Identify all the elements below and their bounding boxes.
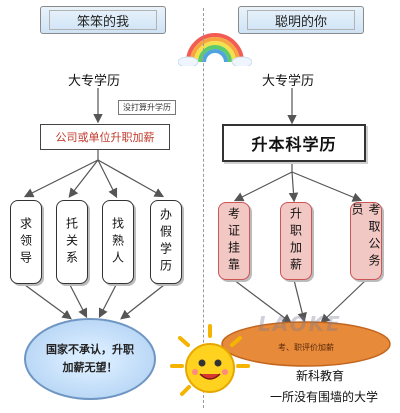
- left-option-label: 找熟人: [110, 216, 125, 268]
- left-header-title: 笨笨的我: [49, 10, 157, 30]
- brand-slogan: 一所没有围墙的大学: [270, 390, 379, 404]
- right-option-label: 考取公务员: [350, 203, 381, 271]
- right-option-card: 升职加薪: [280, 202, 312, 280]
- no-upgrade-note: 没打算升学历: [118, 100, 176, 115]
- right-result-ellipse: [221, 321, 391, 367]
- right-header-title: 聪明的你: [247, 10, 355, 30]
- left-option-card: 求领导: [10, 200, 42, 284]
- left-result-ellipse: 国家不承认，升职加薪无望！: [24, 318, 156, 400]
- left-header-banner: 笨笨的我: [40, 6, 166, 34]
- rainbow-icon: [178, 33, 252, 66]
- right-degree-label: 大专学历: [262, 74, 315, 89]
- right-header-banner: 聪明的你: [238, 6, 364, 34]
- right-option-card: 考证挂靠: [218, 202, 250, 280]
- right-option-label: 考证挂靠: [226, 207, 241, 275]
- right-center-label: 升本科学历: [251, 135, 337, 154]
- right-option-card: 考取公务员: [350, 202, 382, 280]
- sun-mascot-icon: [170, 324, 250, 396]
- center-divider: [203, 8, 204, 408]
- watermark-logo: LAOKE: [258, 312, 342, 336]
- left-option-label: 托关系: [64, 216, 79, 268]
- left-option-card: 找熟人: [102, 200, 134, 284]
- left-center-ribbon: 公司或单位升职加薪: [40, 124, 170, 150]
- left-option-label: 办假学历: [158, 208, 173, 276]
- right-result-note: 考、职评价加薪: [278, 343, 334, 352]
- left-result-text: 国家不承认，升职加薪无望！: [46, 343, 134, 374]
- left-option-label: 求领导: [18, 216, 33, 268]
- right-option-label: 升职加薪: [288, 207, 303, 275]
- left-option-card: 办假学历: [150, 200, 182, 284]
- left-option-card: 托关系: [56, 200, 88, 284]
- right-center-box: 升本科学历: [222, 124, 366, 162]
- left-degree-label: 大专学历: [68, 74, 121, 89]
- left-center-label: 公司或单位升职加薪: [55, 131, 155, 144]
- brand-name: 新科教育: [296, 369, 345, 383]
